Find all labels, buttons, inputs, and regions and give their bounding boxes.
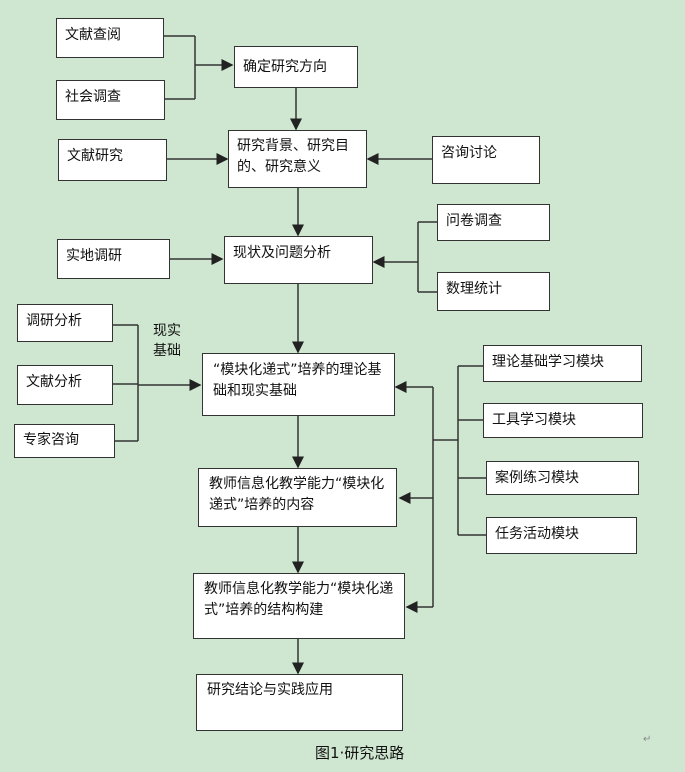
box-field: 实地调研 [57,239,170,279]
box-content: 教师信息化教学能力“模块化递式”培养的内容 [198,468,397,527]
box-lit-research: 文献研究 [58,139,167,181]
box-lit-analysis: 文献分析 [17,365,113,405]
box-text: 社会调查 [65,89,121,105]
box-status: 现状及问题分析 [224,236,373,284]
paragraph-mark: ↵ [643,734,652,745]
box-expert: 专家咨询 [14,424,115,458]
box-text: 数理统计 [446,281,502,297]
box-text: 工具学习模块 [492,412,576,428]
box-text: 理论基础学习模块 [492,354,604,370]
box-social-survey: 社会调查 [56,80,165,120]
box-text: 专家咨询 [23,432,79,448]
box-mod-tool: 工具学习模块 [483,403,643,438]
box-structure: 教师信息化教学能力“模块化递式”培养的结构构建 [193,573,405,639]
box-text: 文献分析 [26,374,82,390]
figure-caption: 图1·研究思路 [315,744,405,762]
label-reality-basis: 现实基础 [153,323,181,359]
box-text: 任务活动模块 [495,526,579,542]
box-text: 案例练习模块 [495,470,579,486]
box-text: 现状及问题分析 [233,245,331,261]
box-consult: 咨询讨论 [432,136,540,184]
box-mod-task: 任务活动模块 [486,517,637,554]
box-research-analysis: 调研分析 [17,304,113,342]
box-conclusion: 研究结论与实践应用 [196,674,403,731]
box-text: 实地调研 [66,248,122,264]
box-text: “模块化递式”培养的理论基础和现实基础 [213,362,382,399]
box-text: 问卷调查 [446,213,502,229]
box-mod-theory: 理论基础学习模块 [483,345,642,382]
box-questionnaire: 问卷调查 [437,204,550,241]
box-stats: 数理统计 [437,272,550,311]
box-text: 确定研究方向 [243,59,327,75]
box-text: 研究背景、研究目的、研究意义 [237,138,349,175]
box-direction: 确定研究方向 [234,46,358,88]
box-mod-case: 案例练习模块 [486,461,639,495]
box-text: 咨询讨论 [441,145,497,161]
box-basis: “模块化递式”培养的理论基础和现实基础 [202,353,395,416]
box-text: 教师信息化教学能力“模块化递式”培养的内容 [209,476,385,513]
box-text: 研究结论与实践应用 [207,682,333,698]
box-text: 调研分析 [26,313,82,329]
box-text: 教师信息化教学能力“模块化递式”培养的结构构建 [204,581,394,618]
box-background: 研究背景、研究目的、研究意义 [228,130,367,188]
box-text: 文献研究 [67,148,123,164]
box-lit-review: 文献查阅 [56,18,164,58]
box-text: 文献查阅 [65,27,121,43]
